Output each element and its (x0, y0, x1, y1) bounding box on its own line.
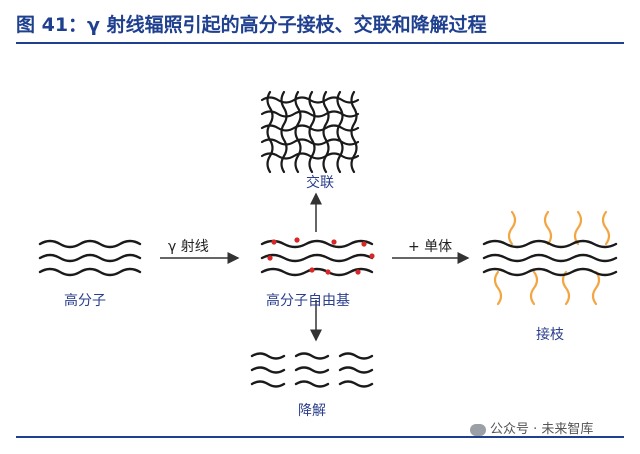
radical-chains (260, 239, 374, 277)
radical-dot (309, 267, 315, 273)
watermark-text: 公众号 · 未来智库 (490, 422, 594, 437)
gamma-ray-label: γ 射线 (168, 239, 209, 255)
radical-dot (267, 255, 273, 261)
graft-label: 接枝 (536, 327, 564, 343)
title-divider (16, 42, 624, 44)
wechat-icon (470, 423, 486, 436)
radical-dot (294, 237, 300, 243)
crosslink-label: 交联 (306, 175, 334, 191)
radical-label: 高分子自由基 (266, 293, 350, 309)
radical-dot (271, 239, 277, 245)
radical-dot (361, 241, 367, 247)
polymer-chains (38, 239, 142, 277)
graft-main-chains (482, 239, 618, 277)
polymer-label: 高分子 (64, 293, 106, 309)
degradation-label: 降解 (298, 403, 326, 419)
bottom-divider (16, 436, 624, 438)
monomer-label: + 单体 (408, 239, 453, 255)
radical-chain (260, 267, 374, 277)
degradation-fragments (250, 352, 374, 388)
polymer-chain (38, 239, 142, 249)
radical-dot (331, 239, 337, 245)
polymer-chain (38, 253, 142, 263)
crosslink-network (260, 90, 360, 174)
graft-side-chains (493, 210, 611, 306)
radical-dot (369, 253, 375, 259)
radical-chain (260, 239, 374, 249)
radical-dot (325, 269, 331, 275)
watermark: 公众号 · 未来智库 (470, 418, 593, 437)
radical-chain (260, 253, 374, 263)
radical-dots (267, 237, 375, 275)
polymer-chain (38, 267, 142, 277)
figure-title: 图 41：γ 射线辐照引起的高分子接枝、交联和降解过程 (16, 14, 487, 36)
radical-dot (355, 269, 361, 275)
